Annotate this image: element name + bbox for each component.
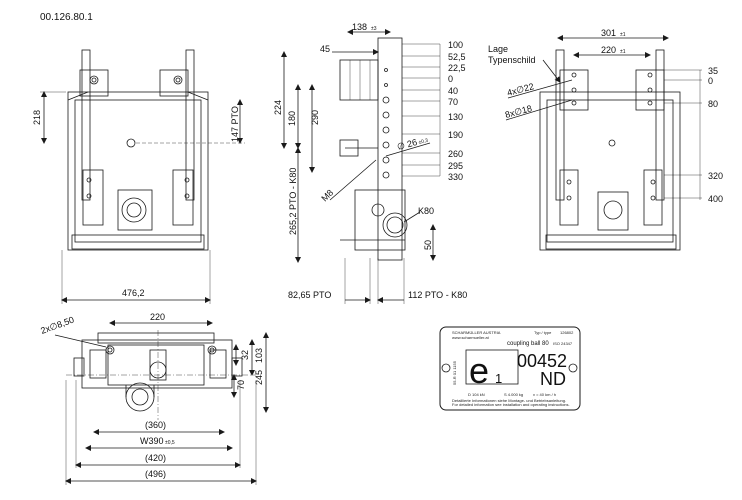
plate-company: SCHARMÜLLER AUSTRIA: [452, 330, 501, 335]
rear-scale-0: 0: [708, 76, 713, 86]
dim-301: 301: [601, 28, 616, 38]
side-scale-22: 22,5: [448, 63, 466, 73]
dim-32: 32: [240, 350, 250, 360]
plate-approval-no: 00452: [517, 351, 567, 371]
hole-26-leader: [385, 142, 431, 157]
hole-18-leader: [505, 99, 573, 121]
dim-220-top: 220: [150, 312, 165, 322]
hole-850: 2x∅8,50: [39, 315, 75, 336]
hole-18: 8x∅18: [504, 103, 533, 120]
dim-138: 138: [352, 22, 367, 32]
hole-22-leader: [507, 79, 573, 99]
rear-scale-35: 35: [708, 66, 718, 76]
dim-220-rear-tol: ±1: [620, 49, 626, 55]
side-scale-295: 295: [448, 161, 463, 171]
plate-info-en: For detailed information see installatio…: [452, 402, 570, 407]
rear-scale-320: 320: [708, 171, 723, 181]
top-view: 2x∅8,50 220 32 103 70 245 (360) W390 ±0,…: [39, 312, 269, 485]
plate-approval-suffix: ND: [540, 369, 566, 389]
plate-e-sub: 1: [495, 371, 502, 386]
front-view: 218 147 PTO 476,2: [32, 49, 245, 304]
part-number: 00.126.80.1: [40, 12, 93, 23]
side-scale-52: 52,5: [448, 52, 466, 62]
dim-245: 245: [254, 370, 264, 385]
m8-leader: [329, 159, 377, 201]
m8-label: M8: [319, 187, 335, 203]
k80-label: K80: [418, 206, 434, 216]
dim-420: (420): [145, 453, 166, 463]
rear-view-body: [539, 49, 681, 251]
hole-26-tol: ±0,3: [418, 138, 429, 146]
label-typenschild: Typenschild: [488, 55, 536, 65]
dim-w390-tol: ±0,5: [165, 440, 175, 446]
plate-type-value: 126802: [560, 330, 574, 335]
plate-product: coupling ball 80: [507, 341, 549, 347]
plate-iso: ISO 24347: [553, 341, 573, 346]
side-scale-330: 330: [448, 172, 463, 182]
rear-scale-80: 80: [708, 99, 718, 109]
dim-103: 103: [254, 348, 264, 363]
dim-112-pto: 112 PTO - K80: [408, 290, 467, 300]
dim-290: 290: [310, 110, 320, 125]
dim-70: 70: [236, 380, 246, 390]
dim-180: 180: [287, 111, 297, 126]
plate-d-value: D 104 kN: [468, 392, 485, 397]
side-right-scale: 100 52,5 22,5 0 40 70 130 190 260 295 33…: [402, 40, 466, 182]
top-view-body: [66, 330, 256, 420]
dim-50: 50: [423, 240, 433, 250]
dim-476: 476,2: [122, 288, 145, 298]
dim-147-pto: 147 PTO: [230, 106, 240, 142]
dim-w390: W390: [140, 436, 164, 446]
dim-218: 218: [32, 110, 42, 125]
rear-scale-400: 400: [708, 194, 723, 204]
side-scale-190: 190: [448, 130, 463, 140]
side-scale-40: 40: [448, 86, 458, 96]
plate-e-mark: e: [469, 350, 489, 391]
side-scale-0: 0: [448, 74, 453, 84]
plate-v-value: v = 40 km / h: [533, 392, 556, 397]
dim-224: 224: [273, 100, 283, 115]
side-scale-260: 260: [448, 149, 463, 159]
plate-type-label: Typ / type: [534, 330, 552, 335]
type-plate: SCHARMÜLLER AUSTRIA www.scharmueller.at …: [439, 326, 581, 411]
dim-138-tol: ±3: [371, 26, 377, 32]
dim-360: (360): [145, 420, 166, 430]
side-scale-70: 70: [448, 97, 458, 107]
dim-496: (496): [145, 469, 166, 479]
typenschild-leader: [542, 59, 561, 83]
label-lage: Lage: [488, 44, 508, 54]
dim-82-pto: 82,65 PTO: [288, 290, 331, 300]
side-scale-130: 130: [448, 112, 463, 122]
dim-265-pto: 265,2 PTO - K80: [288, 168, 298, 235]
plate-info-de: Detaillierte Informationen siehe Montage…: [452, 398, 566, 403]
side-view: 138 ±3 45 224 180 290 265,2 PTO - K80 M8…: [273, 22, 467, 304]
plate-side-code: 55-R 01 1155: [452, 360, 457, 385]
side-scale-100: 100: [448, 40, 463, 50]
dim-220-rear: 220: [601, 45, 616, 55]
plate-website: www.scharmueller.at: [452, 335, 490, 340]
rear-view: Lage Typenschild 301 ±1 220 ±1 4x∅22 8x∅…: [488, 28, 723, 251]
k80-leader: [403, 211, 421, 223]
hole-850-leader: [54, 334, 107, 348]
side-view-body: [339, 37, 408, 261]
dim-45: 45: [320, 44, 330, 54]
dim-301-tol: ±1: [620, 32, 626, 38]
rear-right-scale: 35 0 80 320 400: [664, 66, 723, 204]
hole-22: 4x∅22: [506, 81, 535, 98]
front-view-body: [67, 49, 209, 251]
plate-s-value: S 4.000 kg: [504, 392, 523, 397]
